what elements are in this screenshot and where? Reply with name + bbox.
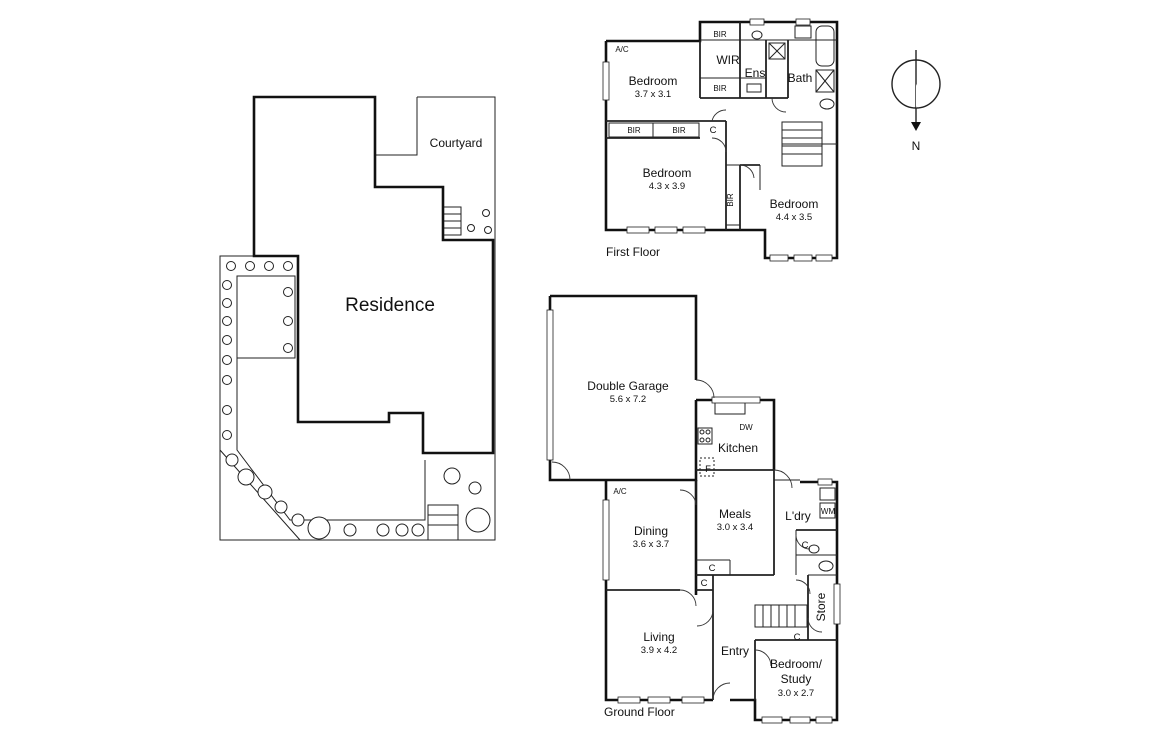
store-name: Store [814,592,828,621]
site-boundary-lower [219,256,301,541]
cupboard-label-laundry: C [802,540,809,551]
courtyard-edge [375,97,418,156]
ground-floor-outline [696,398,776,470]
wir-label: WIR [716,53,740,67]
laundry-name: L'dry [785,509,811,523]
bedroom-3-name: Bedroom [770,197,819,211]
bir-label-wir: BIR [713,84,727,93]
ground-floor-plan: Double Garage 5.6 x 7.2 Kitchen DW F Mea… [546,294,841,724]
ac-label-ground: A/C [613,487,627,496]
first-floor-plan: A/C Bedroom 3.7 x 3.1 Bedroom 4.3 x 3.9 … [602,18,839,262]
kitchen-name: Kitchen [718,441,758,455]
garden-bed [236,275,296,359]
courtyard-steps [442,206,462,236]
cupboard-label-study: C [794,632,801,643]
bedroom-3-dims: 4.4 x 3.5 [776,212,812,223]
bedroom-2-name: Bedroom [643,166,692,180]
washing-machine-label: WM [821,507,836,516]
cupboard-label-living: C [701,578,708,589]
north-label: N [912,139,921,153]
living-dims: 3.9 x 4.2 [641,645,677,656]
first-floor-windows [602,18,833,262]
first-floor-interior [606,22,837,230]
north-arrow-icon [911,122,921,131]
entry-name: Entry [721,644,749,658]
courtyard-label: Courtyard [430,136,483,150]
study-name: Bedroom/ [770,657,823,671]
ground-floor-doors [551,379,823,701]
bedroom-1-dims: 3.7 x 3.1 [635,89,671,100]
bedroom-2-dims: 4.3 x 3.9 [649,181,685,192]
residence-label: Residence [345,295,435,316]
first-floor-label: First Floor [606,245,660,259]
dining-name: Dining [634,524,668,538]
garage-dims: 5.6 x 7.2 [610,394,646,405]
fridge-label: F [705,464,711,475]
garage-name: Double Garage [587,379,669,393]
first-floor-doors [711,97,787,179]
bir-label-3: BIR [726,193,735,207]
cupboard-label-meals: C [709,563,716,574]
ensuite-label: Ens [745,66,766,80]
ground-floor-label: Ground Floor [604,705,675,719]
dishwasher-label: DW [739,423,753,432]
garage-walls [550,294,698,380]
entry-steps [427,504,459,541]
cupboard-label-first: C [710,125,717,136]
site-plan: Residence Courtyard [219,95,496,541]
site-boundary [219,96,496,541]
meals-name: Meals [719,507,751,521]
bir-label-1: BIR [627,126,641,135]
ac-label-first: A/C [615,45,629,54]
living-name: Living [643,630,674,644]
bath-label: Bath [788,71,813,85]
residence-outline [252,95,495,455]
ground-floor-windows [546,309,841,724]
meals-dims: 3.0 x 3.4 [717,522,753,533]
north-compass: N [891,50,941,153]
dining-dims: 3.6 x 3.7 [633,539,669,550]
study-dims: 3.0 x 2.7 [778,688,814,699]
bedroom-1-name: Bedroom [629,74,678,88]
garden-path [236,358,426,521]
bir-label-top: BIR [713,30,727,39]
tree-row [222,209,492,540]
study-name-2: Study [781,672,812,686]
bir-label-2: BIR [672,126,686,135]
